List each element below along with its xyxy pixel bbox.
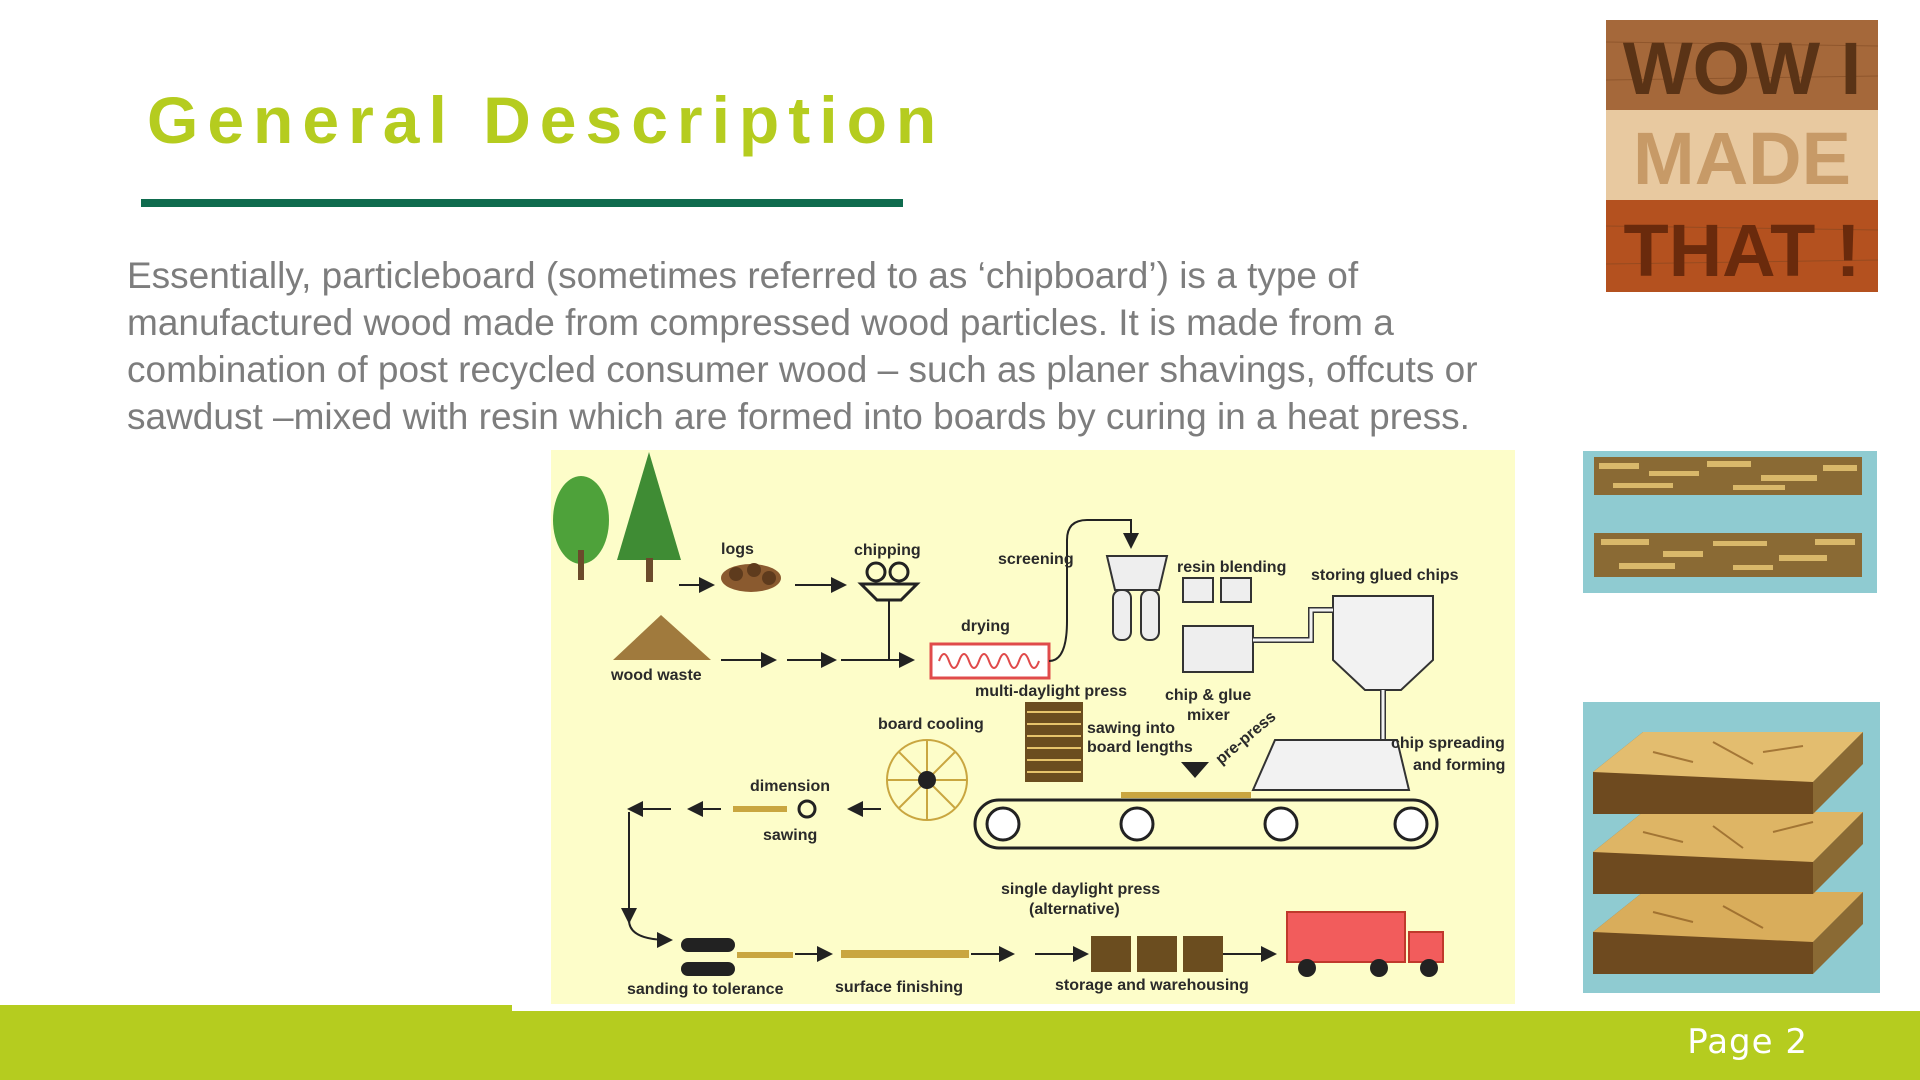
- label-chip-glue-mixer-1: chip & glue: [1165, 687, 1251, 704]
- label-resin-blending: resin blending: [1177, 559, 1286, 576]
- label-sawing-1: sawing into: [1087, 720, 1175, 737]
- label-single-daylight-1: single daylight press: [1001, 881, 1160, 898]
- label-board-cooling: board cooling: [878, 716, 984, 733]
- label-screening: screening: [998, 551, 1074, 568]
- label-dimension-sawing: sawing: [763, 827, 817, 844]
- label-drying: drying: [961, 618, 1010, 635]
- page-number: Page 2: [1687, 1022, 1808, 1062]
- wow-line-2: MADE: [1633, 117, 1851, 200]
- footer-divider: [512, 1005, 1920, 1011]
- resin-hopper-icon: [1105, 555, 1254, 673]
- saw-icon: [797, 799, 817, 819]
- label-dimension: dimension: [750, 778, 830, 795]
- label-storage: storage and warehousing: [1055, 977, 1249, 994]
- sanding-rollers-icon: [681, 938, 793, 976]
- wow-line-1: WOW I: [1623, 27, 1861, 110]
- label-surface-finishing: surface finishing: [835, 979, 963, 996]
- multi-daylight-press-icon: [1025, 702, 1083, 782]
- logs-icon: [721, 563, 781, 592]
- label-sanding: sanding to tolerance: [627, 981, 784, 998]
- wood-waste-pile-icon: [613, 615, 711, 660]
- label-chipping: chipping: [854, 542, 921, 559]
- board-cooling-wheel-icon: [886, 739, 968, 821]
- particleboard-process-diagram: logs wood waste chipping drying screenin…: [551, 450, 1515, 1004]
- particleboard-layers-image: [1583, 702, 1880, 993]
- conveyor-belt-icon: [973, 792, 1439, 850]
- label-chip-spreading-1: chip spreading: [1391, 735, 1505, 752]
- storage-silo-icon: [1253, 595, 1434, 750]
- pre-press-arrow-icon: [1181, 762, 1209, 778]
- label-multi-daylight-press: multi-daylight press: [975, 683, 1127, 700]
- trees-icon: [553, 452, 681, 582]
- slide-title: General Description: [147, 83, 946, 157]
- wow-i-made-that-image: WOW I MADE THAT !: [1605, 20, 1879, 292]
- title-underline: [141, 199, 903, 207]
- wow-line-3: THAT !: [1624, 209, 1861, 292]
- label-chip-glue-mixer-2: mixer: [1187, 707, 1230, 724]
- storage-stacks-icon: [1091, 936, 1223, 972]
- label-sawing-2: board lengths: [1087, 739, 1193, 756]
- label-single-daylight-2: (alternative): [1029, 901, 1120, 918]
- label-chip-spreading-2: and forming: [1413, 757, 1505, 774]
- body-paragraph: Essentially, particleboard (sometimes re…: [127, 255, 1478, 437]
- chip-spreader-icon: [1251, 739, 1411, 791]
- chipper-icon: [857, 561, 921, 660]
- label-storing-glued-chips: storing glued chips: [1311, 567, 1459, 584]
- footer-bar: [0, 1005, 1920, 1080]
- truck-icon: [1286, 911, 1444, 977]
- label-logs: logs: [721, 541, 754, 558]
- label-wood-waste: wood waste: [610, 667, 702, 684]
- surface-finishing-board-icon: [841, 950, 969, 958]
- particleboard-strips-image: [1583, 451, 1877, 593]
